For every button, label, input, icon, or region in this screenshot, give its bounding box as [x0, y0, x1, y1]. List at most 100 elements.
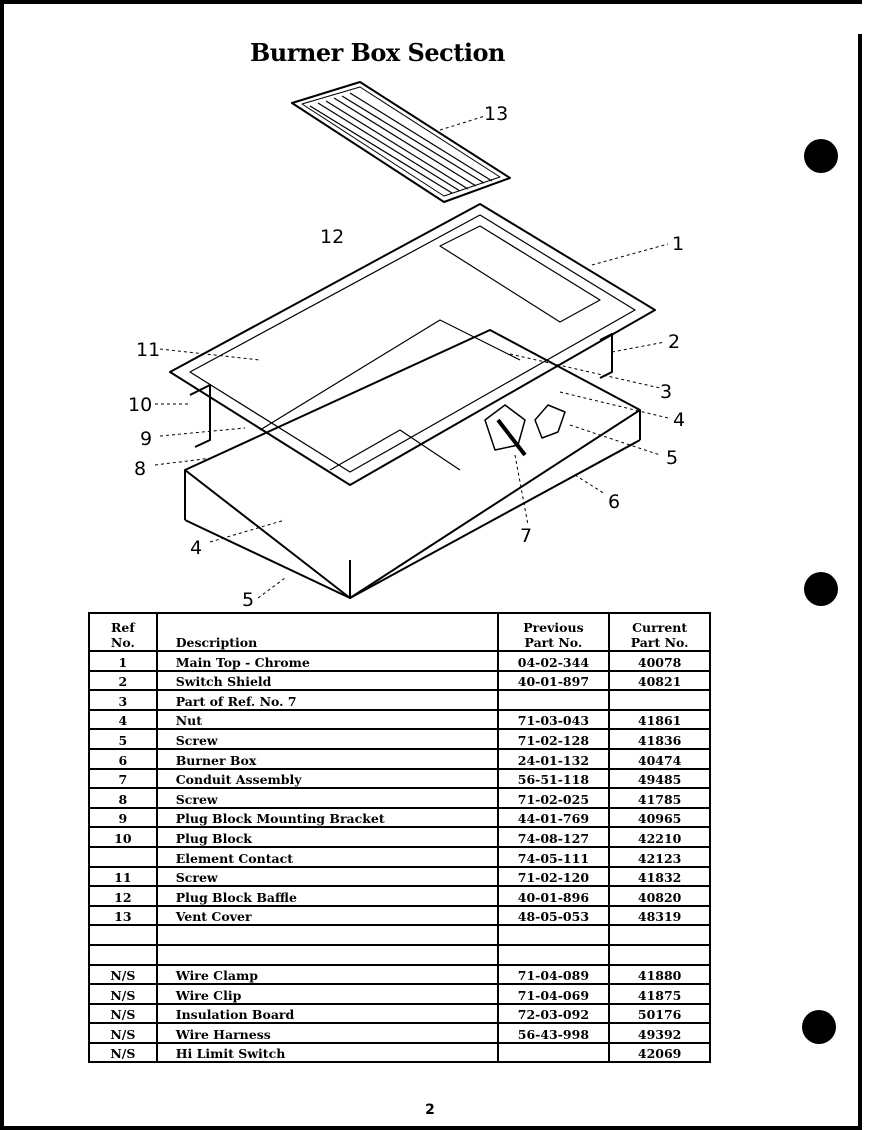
previous-part-no-cell: 71-02-120 — [496, 865, 611, 888]
description-cell: Wire Harness — [155, 1022, 499, 1044]
callout-7: 7 — [520, 525, 532, 547]
callout-11: 11 — [136, 339, 160, 361]
binder-hole-3 — [802, 1010, 836, 1044]
description-cell: Wire Clamp — [155, 963, 499, 986]
burner-box-part — [184, 329, 641, 599]
ref-no-cell: 7 — [88, 767, 158, 790]
page-border-bottom — [0, 1126, 862, 1130]
callout-1: 1 — [672, 233, 684, 255]
callout-4-top: 4 — [673, 409, 685, 431]
callout-10: 10 — [128, 394, 152, 416]
description-cell — [155, 924, 499, 946]
header-description: Description — [155, 612, 499, 652]
previous-part-no-cell: 44-01-769 — [496, 806, 611, 829]
current-part-no-cell: 40821 — [608, 669, 711, 692]
ref-no-cell — [88, 943, 158, 966]
description-cell: Vent Cover — [155, 904, 499, 927]
callout-13: 13 — [484, 103, 508, 125]
current-part-no-cell: 40474 — [608, 747, 711, 770]
current-part-no-cell: 41785 — [608, 787, 711, 809]
callout-8: 8 — [134, 458, 146, 480]
current-part-no-cell: 42210 — [608, 826, 711, 848]
binder-hole-1 — [804, 139, 838, 173]
current-part-no-cell: 41880 — [608, 963, 711, 986]
ref-no-cell: 5 — [88, 728, 158, 750]
description-cell: Burner Box — [155, 747, 499, 770]
previous-part-no-cell: 71-02-025 — [496, 787, 611, 809]
ref-no-cell: 8 — [88, 787, 158, 809]
ref-no-cell: 2 — [88, 669, 158, 692]
page-title: Burner Box Section — [250, 38, 505, 67]
ref-no-cell: N/S — [88, 963, 158, 986]
description-cell: Plug Block Baffle — [155, 885, 499, 907]
current-part-no-cell: 42069 — [608, 1041, 711, 1064]
callout-3: 3 — [660, 381, 672, 403]
description-cell: Wire Clip — [155, 983, 499, 1005]
binder-hole-2 — [804, 572, 838, 606]
previous-part-no-cell: 04-02-344 — [496, 650, 611, 672]
ref-no-cell: 1 — [88, 650, 158, 672]
current-part-no-cell: 41832 — [608, 865, 711, 888]
exploded-view-diagram: 13 12 1 11 2 3 10 4 9 5 8 6 7 4 5 — [128, 81, 685, 610]
vent-cover-part — [291, 81, 511, 203]
previous-part-no-cell: 71-03-043 — [496, 708, 611, 731]
ref-no-cell: 3 — [88, 689, 158, 711]
previous-part-no-cell: 74-05-111 — [496, 845, 611, 868]
current-part-no-cell: 48319 — [608, 904, 711, 927]
ref-no-cell: 13 — [88, 904, 158, 927]
page-border-top — [0, 0, 862, 4]
description-cell: Screw — [155, 865, 499, 888]
callout-4-bottom: 4 — [190, 537, 202, 559]
current-part-no-cell: 49392 — [608, 1022, 711, 1044]
callout-6: 6 — [608, 491, 620, 513]
description-cell: Element Contact — [155, 845, 499, 868]
callout-5-bottom: 5 — [242, 589, 254, 610]
callout-12: 12 — [320, 226, 344, 248]
previous-part-no-cell — [496, 943, 611, 966]
callout-5-top: 5 — [666, 447, 678, 469]
ref-no-cell: 4 — [88, 708, 158, 731]
current-part-no-cell: 41875 — [608, 983, 711, 1005]
ref-no-cell: 10 — [88, 826, 158, 848]
description-cell: Part of Ref. No. 7 — [155, 689, 499, 711]
description-cell: Screw — [155, 787, 499, 809]
previous-part-no-cell: 24-01-132 — [496, 747, 611, 770]
current-part-no-cell — [608, 943, 711, 966]
callout-9: 9 — [140, 428, 152, 450]
ref-no-cell — [88, 924, 158, 946]
current-part-no-cell — [608, 689, 711, 711]
ref-no-cell: 6 — [88, 747, 158, 770]
ref-no-cell: N/S — [88, 983, 158, 1005]
page-number: 2 — [425, 1102, 435, 1118]
previous-part-no-cell — [496, 1041, 611, 1064]
current-part-no-cell: 40820 — [608, 885, 711, 907]
ref-no-cell: N/S — [88, 1002, 158, 1025]
previous-part-no-cell: 71-04-069 — [496, 983, 611, 1005]
current-part-no-cell: 41861 — [608, 708, 711, 731]
description-cell: Screw — [155, 728, 499, 750]
description-cell: Conduit Assembly — [155, 767, 499, 790]
callout-2: 2 — [668, 331, 680, 353]
ref-no-cell: N/S — [88, 1041, 158, 1064]
ref-no-cell: 11 — [88, 865, 158, 888]
previous-part-no-cell — [496, 689, 611, 711]
previous-part-no-cell: 40-01-896 — [496, 885, 611, 907]
previous-part-no-cell: 74-08-127 — [496, 826, 611, 848]
current-part-no-cell — [608, 924, 711, 946]
